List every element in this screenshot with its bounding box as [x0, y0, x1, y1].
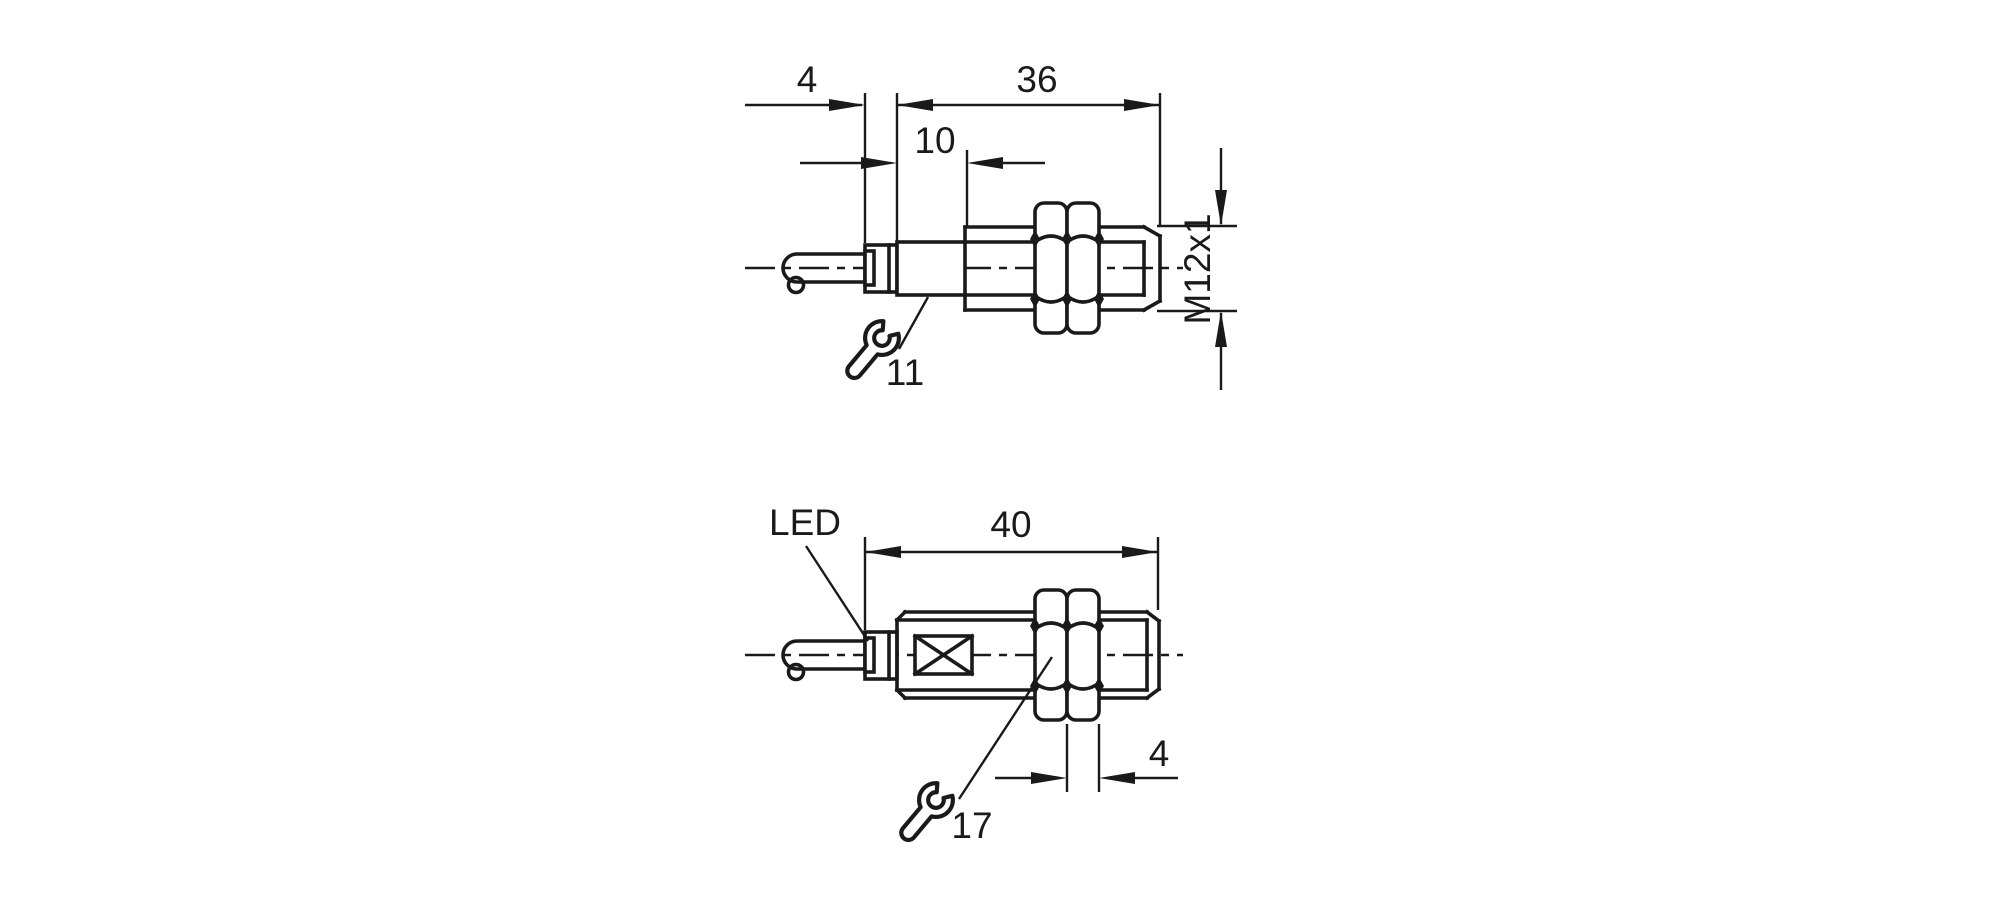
- leader-line: [897, 296, 930, 350]
- dim-thread-length: 36: [895, 59, 1162, 296]
- dim-overall-length-label: 40: [990, 504, 1031, 545]
- cable: [781, 252, 867, 284]
- hex-locknuts: [1030, 588, 1104, 722]
- wrench-size-11: 11: [837, 296, 930, 393]
- dim-overall-length: 40: [863, 504, 1160, 630]
- led-label: LED: [769, 502, 841, 543]
- leader-line: [957, 656, 1054, 800]
- dim-nut-thickness-label: 4: [1149, 733, 1170, 774]
- wrench-icon: [891, 779, 958, 850]
- hex-locknuts: [1030, 201, 1104, 335]
- threaded-body: [894, 609, 1162, 701]
- thread-spec-label: M12x1: [1177, 213, 1218, 324]
- led-callout: LED: [769, 502, 870, 642]
- wrench-size-label: 11: [886, 352, 924, 393]
- dim-gland-width-label: 4: [797, 59, 818, 100]
- dim-thread-length-label: 36: [1016, 59, 1057, 100]
- top-view: 4 36 10 M12x1: [745, 59, 1237, 393]
- thread-barrel: [963, 224, 1163, 313]
- face-chamfer-top: [1144, 609, 1162, 624]
- wrench-size-label: 17: [951, 805, 992, 846]
- dim-nut-thickness: 4: [995, 724, 1178, 792]
- cable-gland-step: [863, 249, 876, 287]
- dim-gland-width: 4: [745, 59, 867, 243]
- bottom-view: LED 40 4 17: [745, 502, 1183, 849]
- rear-housing: [895, 240, 967, 297]
- led-leader-line: [804, 545, 870, 642]
- cable-end-detail: [786, 275, 806, 295]
- dim-thread-spec: M12x1: [1157, 148, 1237, 390]
- face-chamfer-top: [1141, 224, 1163, 239]
- cable-gland-step: [863, 636, 876, 674]
- face-chamfer-bottom: [1144, 686, 1162, 701]
- face-chamfer-bottom: [1141, 298, 1163, 313]
- dim-rear-section: 10: [800, 120, 1045, 226]
- dim-rear-section-label: 10: [914, 120, 955, 161]
- led-window: [912, 633, 975, 677]
- cable: [781, 639, 867, 671]
- wrench-size-17: 17: [891, 656, 1054, 850]
- cable-end-detail: [786, 662, 806, 682]
